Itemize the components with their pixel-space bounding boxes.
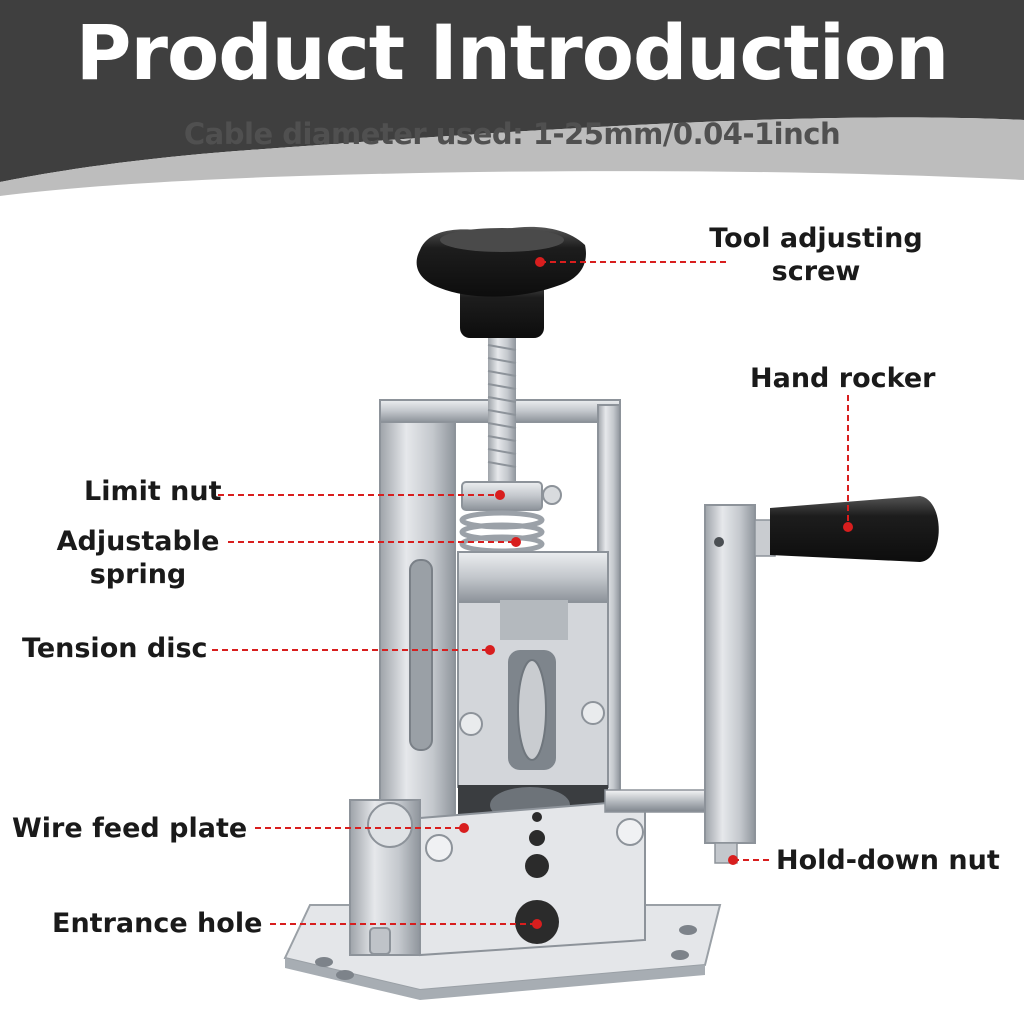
label-entrance-hole: Entrance hole [52, 908, 263, 939]
label-adjustable-spring-line2: spring [89, 559, 187, 590]
hand-crank [604, 496, 939, 864]
main-frame [379, 399, 621, 831]
label-tool-adjusting-screw: Tool adjusting screw [706, 222, 926, 288]
label-hold-down-nut: Hold-down nut [776, 845, 1000, 876]
label-wire-feed-plate: Wire feed plate [12, 813, 248, 844]
page-title: Product Introduction [75, 8, 949, 97]
threaded-screw [487, 335, 517, 495]
adjusting-knob [416, 226, 586, 338]
spring [459, 510, 545, 554]
label-tension-disc: Tension disc [22, 633, 208, 664]
label-tool-adjusting-screw-line2: screw [771, 256, 861, 287]
page-subtitle: Cable diameter used: 1-25mm/0.04-1inch [183, 117, 841, 151]
leader-dots [459, 257, 853, 929]
tension-disc-block [457, 551, 609, 788]
label-adjustable-spring-line1: Adjustable [56, 526, 220, 557]
label-adjustable-spring: Adjustable spring [50, 525, 226, 591]
header-wave [0, 117, 1024, 196]
label-tool-adjusting-screw-line1: Tool adjusting [709, 223, 923, 254]
label-limit-nut: Limit nut [84, 476, 222, 507]
leader-lines [212, 261, 849, 925]
wire-feed-plate [349, 798, 646, 957]
header-band [0, 0, 1024, 182]
label-hand-rocker: Hand rocker [750, 363, 936, 394]
